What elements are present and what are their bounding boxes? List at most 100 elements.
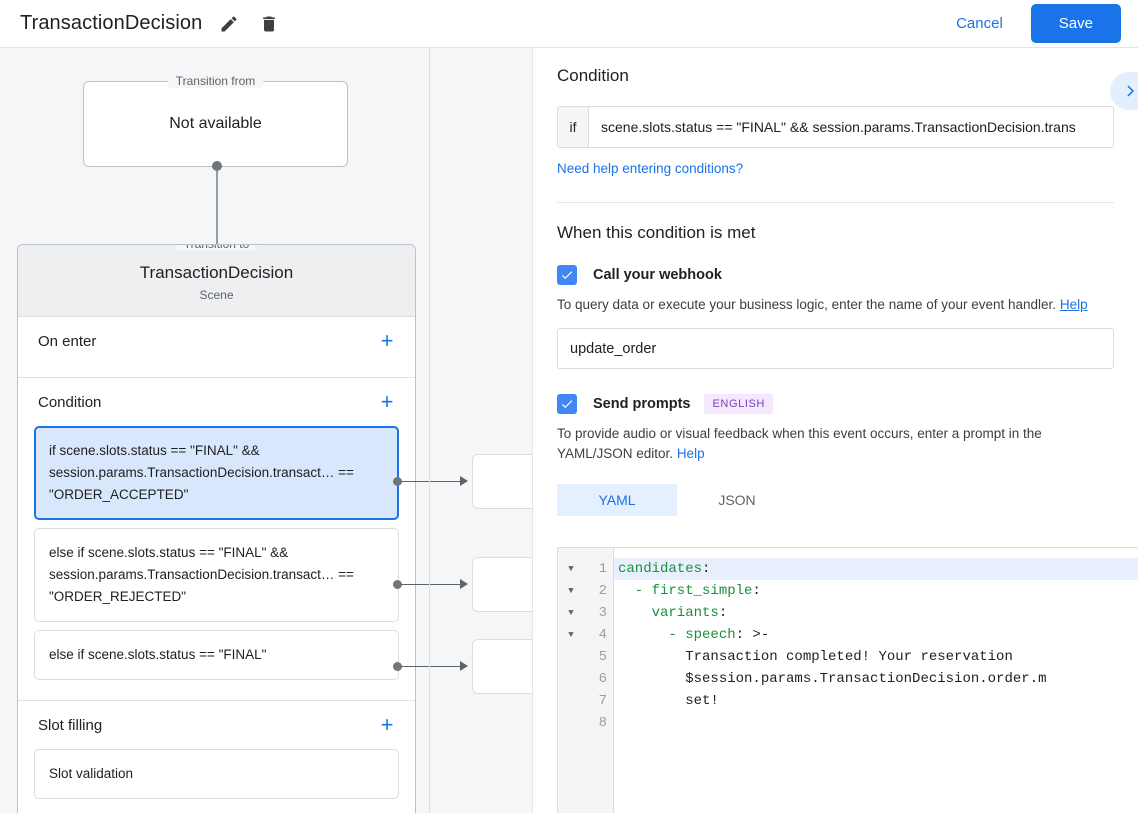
section-header-on-enter: On enter + bbox=[18, 317, 415, 365]
line-number: 3 bbox=[598, 605, 607, 621]
call-webhook-checkbox[interactable] bbox=[557, 265, 577, 285]
cancel-button[interactable]: Cancel bbox=[940, 7, 1019, 40]
scene-card-header: TransactionDecision Scene bbox=[18, 245, 415, 317]
condition-expression-input[interactable]: scene.slots.status == "FINAL" && session… bbox=[601, 119, 1076, 135]
transition-from-card[interactable]: Transition from Not available bbox=[83, 74, 348, 167]
slot-validation-chip[interactable]: Slot validation bbox=[34, 749, 399, 799]
pencil-icon-glyph bbox=[221, 15, 237, 31]
section-header-condition: Condition + bbox=[18, 378, 415, 426]
condition-edge bbox=[401, 666, 461, 667]
trash-icon[interactable] bbox=[256, 11, 282, 37]
code-key: - speech bbox=[618, 627, 736, 643]
call-webhook-row: Call your webhook bbox=[557, 265, 1114, 285]
code-line[interactable]: - first_simple: bbox=[614, 580, 1138, 602]
scene-card[interactable]: Transition to TransactionDecision Scene … bbox=[17, 244, 416, 813]
prompts-help-link[interactable]: Help bbox=[676, 446, 705, 461]
save-button[interactable]: Save bbox=[1030, 4, 1121, 43]
fold-triangle-icon[interactable]: ▼ bbox=[568, 586, 574, 596]
code-line[interactable]: set! bbox=[614, 690, 1138, 712]
when-condition-met-heading: When this condition is met bbox=[557, 223, 756, 242]
code-line[interactable]: Transaction completed! Your reservation bbox=[614, 646, 1138, 668]
condition-chip[interactable]: if scene.slots.status == "FINAL" && sess… bbox=[34, 426, 399, 520]
code-punct: : bbox=[702, 561, 711, 577]
call-webhook-label: Call your webhook bbox=[593, 267, 722, 283]
code-text: set! bbox=[618, 693, 719, 709]
transition-to-legend: Transition to bbox=[175, 245, 258, 251]
header-actions: Cancel Save bbox=[940, 4, 1138, 43]
condition-handle-dot[interactable] bbox=[393, 580, 402, 589]
add-on-enter-button[interactable]: + bbox=[380, 328, 394, 353]
code-text: $session.params.TransactionDecision.orde… bbox=[618, 671, 1047, 687]
condition-edge-arrow bbox=[460, 476, 468, 486]
code-punct: : bbox=[718, 605, 728, 621]
code-line[interactable]: $session.params.TransactionDecision.orde… bbox=[614, 668, 1138, 690]
fold-triangle-icon bbox=[558, 646, 584, 668]
call-webhook-helper-text: To query data or execute your business l… bbox=[557, 297, 1057, 312]
code-punct: : bbox=[752, 583, 761, 599]
send-prompts-row: Send prompts ENGLISH bbox=[557, 394, 1114, 414]
scene-subtitle: Scene bbox=[199, 288, 234, 302]
condition-edge-arrow bbox=[460, 661, 468, 671]
trash-icon-glyph bbox=[263, 16, 276, 31]
add-slot-filling-button[interactable]: + bbox=[380, 712, 394, 737]
code-line[interactable]: variants: bbox=[614, 602, 1138, 624]
checkmark-icon bbox=[561, 400, 573, 409]
send-prompts-helper: To provide audio or visual feedback when… bbox=[557, 424, 1114, 464]
editor-fold-gutter[interactable]: ▼ ▼ ▼ ▼ bbox=[558, 548, 584, 813]
code-line[interactable]: - speech: >- bbox=[614, 624, 1138, 646]
code-line[interactable]: candidates: bbox=[614, 558, 1138, 580]
condition-chip[interactable]: else if scene.slots.status == "FINAL" &&… bbox=[34, 528, 399, 622]
canvas-divider bbox=[429, 48, 430, 813]
fold-triangle-icon bbox=[558, 690, 584, 712]
tab-yaml[interactable]: YAML bbox=[557, 484, 677, 516]
line-number: 5 bbox=[598, 649, 607, 665]
line-number: 6 bbox=[598, 671, 607, 687]
condition-input-row[interactable]: if scene.slots.status == "FINAL" && sess… bbox=[557, 106, 1114, 148]
chevron-right-icon-glyph bbox=[1127, 85, 1134, 97]
add-condition-button[interactable]: + bbox=[380, 389, 394, 414]
condition-if-prefix: if bbox=[558, 107, 589, 147]
condition-edge bbox=[401, 481, 461, 482]
fold-triangle-icon[interactable]: ▼ bbox=[568, 608, 574, 618]
pencil-icon[interactable] bbox=[216, 11, 242, 37]
editor-code-area[interactable]: candidates: - first_simple: variants: - … bbox=[614, 548, 1138, 813]
condition-edge bbox=[401, 584, 461, 585]
section-title-slot-filling: Slot filling bbox=[38, 716, 103, 734]
code-key: - first_simple bbox=[618, 583, 753, 599]
call-webhook-helper: To query data or execute your business l… bbox=[557, 295, 1114, 315]
condition-chip[interactable]: else if scene.slots.status == "FINAL" bbox=[34, 630, 399, 680]
webhook-help-link[interactable]: Help bbox=[1059, 297, 1088, 312]
section-title-on-enter: On enter bbox=[38, 332, 97, 350]
send-prompts-block: Send prompts ENGLISH To provide audio or… bbox=[557, 394, 1114, 516]
section-header-slot-filling: Slot filling + bbox=[18, 701, 415, 749]
target-card[interactable] bbox=[472, 557, 532, 612]
scene-graph-canvas[interactable]: Transition from Not available Transition… bbox=[0, 48, 532, 813]
tab-json[interactable]: JSON bbox=[677, 484, 797, 516]
webhook-handler-input[interactable] bbox=[557, 328, 1114, 369]
send-prompts-checkbox[interactable] bbox=[557, 394, 577, 414]
condition-handle-dot[interactable] bbox=[393, 662, 402, 671]
when-condition-met-section: When this condition is met Call your web… bbox=[533, 203, 1138, 516]
fold-triangle-icon[interactable]: ▼ bbox=[568, 630, 574, 640]
code-line[interactable] bbox=[614, 712, 1138, 734]
scene-name: TransactionDecision bbox=[139, 263, 294, 282]
fold-triangle-icon[interactable]: ▼ bbox=[568, 564, 574, 574]
language-badge: ENGLISH bbox=[704, 394, 773, 414]
transition-from-legend: Transition from bbox=[167, 74, 264, 88]
target-card[interactable] bbox=[472, 454, 532, 509]
condition-handle-dot[interactable] bbox=[393, 477, 402, 486]
target-card[interactable] bbox=[472, 639, 532, 694]
chevron-right-icon[interactable] bbox=[1110, 72, 1138, 110]
app-header: TransactionDecision Cancel Save bbox=[0, 0, 1138, 48]
transition-from-value: Not available bbox=[169, 115, 262, 132]
section-condition: Condition + if scene.slots.status == "FI… bbox=[18, 378, 415, 701]
code-text: Transaction completed! Your reservation bbox=[618, 649, 1013, 665]
condition-help-link[interactable]: Need help entering conditions? bbox=[557, 161, 744, 176]
send-prompts-helper-text: To provide audio or visual feedback when… bbox=[557, 426, 1042, 461]
condition-edge-arrow bbox=[460, 579, 468, 589]
fold-triangle-icon bbox=[558, 668, 584, 690]
section-on-enter: On enter + bbox=[18, 317, 415, 378]
section-title-condition: Condition bbox=[38, 393, 102, 411]
